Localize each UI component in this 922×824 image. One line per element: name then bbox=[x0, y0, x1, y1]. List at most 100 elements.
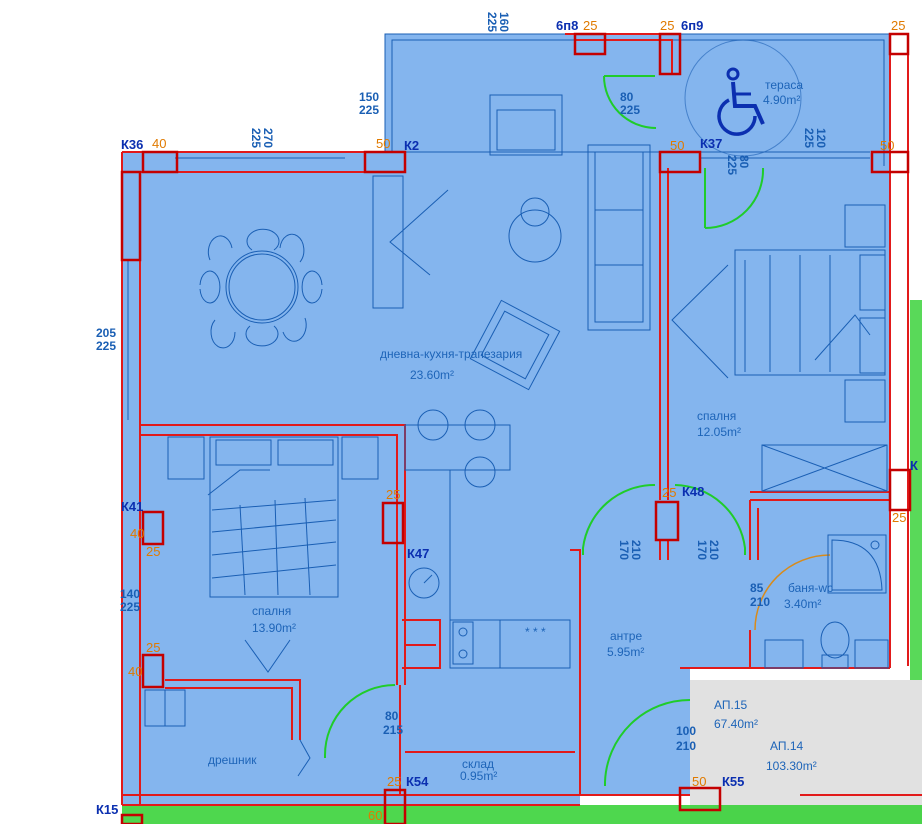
dimension-labels: 150 225 80 225 205 225 140 225 85 210 80… bbox=[96, 12, 828, 753]
dim-170-left-210: 210 bbox=[629, 540, 643, 560]
dim-80-225: 225 bbox=[620, 103, 640, 117]
column-k48 bbox=[654, 500, 680, 542]
column-left-mid bbox=[141, 653, 165, 689]
wheelchair-icon bbox=[684, 39, 802, 157]
ap14-name: АП.14 bbox=[770, 739, 804, 753]
t25-left-mid: 25 bbox=[146, 640, 160, 655]
dim-270-k36: 270 bbox=[261, 128, 275, 148]
column-k47 bbox=[381, 501, 405, 545]
t50-k55: 50 bbox=[692, 774, 706, 789]
label-k-right: К bbox=[910, 458, 918, 473]
dim-225-160-top-b: 160 bbox=[497, 12, 511, 32]
label-k41: К41 bbox=[121, 499, 143, 514]
column-6p8 bbox=[573, 32, 607, 56]
t25-top-right: 25 bbox=[891, 18, 905, 33]
column-k37 bbox=[658, 150, 702, 174]
dim-80b-215: 215 bbox=[383, 723, 403, 737]
column-left-top bbox=[120, 170, 142, 262]
t25-top-mid: 25 bbox=[660, 18, 674, 33]
t25-top-left: 25 bbox=[583, 18, 597, 33]
living-area: 23.60m² bbox=[410, 368, 454, 382]
ap14-area: 103.30m² bbox=[766, 759, 817, 773]
t40-top: 40 bbox=[152, 136, 166, 151]
neighbor-apartment-area bbox=[690, 680, 922, 824]
entrance-name: антре bbox=[610, 629, 642, 643]
bath-area: 3.40m² bbox=[784, 597, 821, 611]
label-k47: К47 bbox=[407, 546, 429, 561]
column-k55 bbox=[678, 786, 722, 812]
dim-170-right-210: 210 bbox=[707, 540, 721, 560]
dim-80b: 80 bbox=[385, 709, 399, 723]
t60-bottom: 60 bbox=[368, 808, 382, 823]
room-labels: тераса 4.90m² дневна-кухня-трапезария 23… bbox=[208, 78, 833, 783]
label-6p8: 6п8 bbox=[556, 18, 578, 33]
column-right-corner bbox=[888, 32, 910, 56]
dim-170-right: 170 bbox=[695, 540, 709, 560]
main-apartment-fill bbox=[122, 34, 890, 805]
t40-left: 40 bbox=[130, 526, 144, 541]
terrace-area: 4.90m² bbox=[763, 93, 800, 107]
column-k41 bbox=[141, 510, 165, 546]
living-name: дневна-кухня-трапезария bbox=[380, 347, 522, 361]
label-k37: К37 bbox=[700, 136, 722, 151]
wardrobe-name: дрешник bbox=[208, 753, 257, 767]
terrace-name: тераса bbox=[765, 78, 803, 92]
t50-right: 50 bbox=[880, 138, 894, 153]
dim-140: 140 bbox=[120, 587, 140, 601]
dim-225-120: 225 bbox=[802, 128, 816, 148]
t25-k47: 25 bbox=[386, 487, 400, 502]
dim-225-k36: 225 bbox=[249, 128, 263, 148]
t25-right-mid: 25 bbox=[892, 510, 906, 525]
t50-top: 50 bbox=[376, 136, 390, 151]
dim-205-225: 225 bbox=[96, 339, 116, 353]
furniture bbox=[144, 94, 889, 777]
t50-k37: 50 bbox=[670, 138, 684, 153]
stove-marks: * * * bbox=[525, 625, 546, 639]
room-fills bbox=[122, 34, 922, 824]
dim-225-120-b: 120 bbox=[814, 128, 828, 148]
column-k2 bbox=[363, 150, 407, 174]
dim-100: 100 bbox=[676, 724, 696, 738]
label-k54: К54 bbox=[406, 774, 429, 789]
dim-100-210: 210 bbox=[676, 739, 696, 753]
entrance-area: 5.95m² bbox=[607, 645, 644, 659]
column-labels: К36 К2 К37 К41 К47 К48 К54 К55 К15 К 6п8… bbox=[96, 18, 918, 817]
dim-85-210: 210 bbox=[750, 595, 770, 609]
column-k54 bbox=[383, 788, 407, 824]
columns bbox=[120, 32, 912, 824]
label-k2: К2 bbox=[404, 138, 419, 153]
label-k36: К36 bbox=[121, 137, 143, 152]
dim-170-left: 170 bbox=[617, 540, 631, 560]
column-right-top bbox=[870, 150, 910, 174]
t25-k54: 25 bbox=[387, 774, 401, 789]
doors bbox=[324, 75, 831, 786]
bath-name: баня-wc bbox=[788, 581, 833, 595]
dim-205: 205 bbox=[96, 326, 116, 340]
storage-name: склад bbox=[462, 757, 494, 771]
label-k55: К55 bbox=[722, 774, 744, 789]
t40-left2: 40 bbox=[128, 664, 142, 679]
column-6p9 bbox=[658, 32, 682, 76]
dim-225-80: 225 bbox=[725, 155, 739, 175]
green-strip-right bbox=[910, 300, 922, 680]
column-right-mid bbox=[888, 468, 912, 512]
label-k15: К15 bbox=[96, 802, 118, 817]
dim-140-225: 225 bbox=[120, 600, 140, 614]
bedroom-left-area: 13.90m² bbox=[252, 621, 296, 635]
bedroom-right-area: 12.05m² bbox=[697, 425, 741, 439]
dim-85: 85 bbox=[750, 581, 764, 595]
dim-225-160-top: 225 bbox=[485, 12, 499, 32]
green-strip-bottom bbox=[122, 805, 922, 824]
column-k15 bbox=[120, 813, 144, 824]
bedroom-left-name: спалня bbox=[252, 604, 291, 618]
bedroom-right-name: спалня bbox=[697, 409, 736, 423]
t25-k41: 25 bbox=[146, 544, 160, 559]
column-k36 bbox=[141, 150, 179, 174]
dim-80: 80 bbox=[620, 90, 634, 104]
storage-area: 0.95m² bbox=[460, 769, 497, 783]
t25-k48: 25 bbox=[662, 485, 676, 500]
dim-150-225: 225 bbox=[359, 103, 379, 117]
thickness-labels: 40 50 25 25 25 50 50 25 25 25 25 25 50 2… bbox=[128, 18, 906, 823]
ap15-name: АП.15 bbox=[714, 698, 748, 712]
